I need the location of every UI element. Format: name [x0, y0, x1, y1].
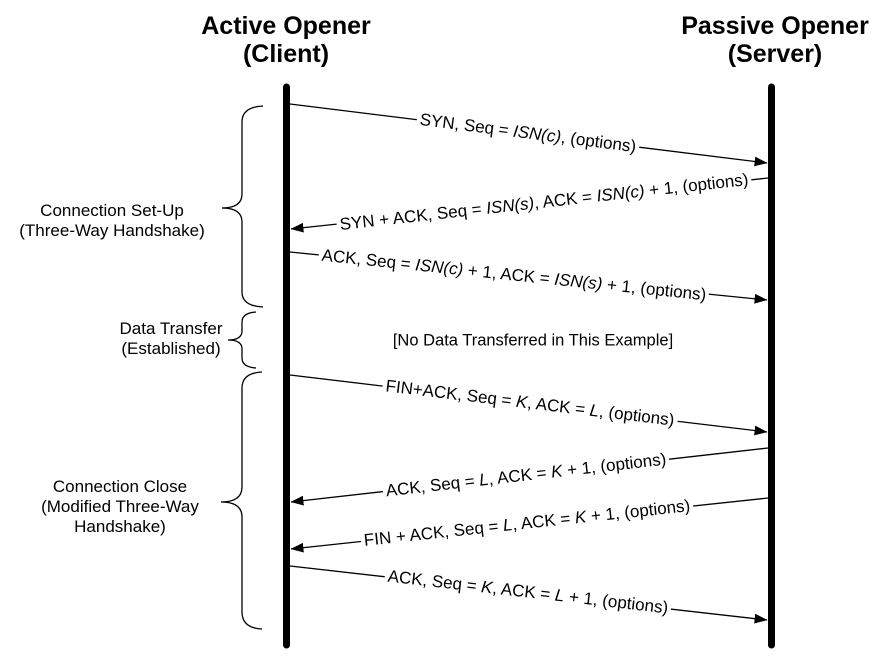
no-data-note: [No Data Transferred in This Example]	[392, 331, 674, 350]
phase-label-line: Connection Close	[52, 477, 188, 496]
phase-label-data-transfer: Data Transfer (Established)	[96, 319, 246, 359]
client-title: Active Opener	[201, 12, 371, 40]
data-transfer-brace	[227, 311, 257, 369]
server-title: Passive Opener	[681, 12, 869, 40]
server-subtitle: (Server)	[727, 40, 823, 68]
connection-close-brace	[220, 371, 263, 630]
phase-label-line: (Established)	[121, 339, 221, 358]
phase-label-line: Handshake)	[74, 517, 166, 536]
phase-label-line: Connection Set-Up	[40, 201, 184, 220]
phase-label-line: (Modified Three-Way	[41, 497, 199, 516]
phase-label-line: Data Transfer	[119, 319, 223, 338]
client-header: Active Opener (Client)	[136, 12, 436, 68]
phase-label-connection-close: Connection Close (Modified Three-Way Han…	[20, 477, 220, 537]
server-header: Passive Opener (Server)	[625, 12, 889, 68]
client-subtitle: (Client)	[242, 40, 330, 68]
phase-label-connection-setup: Connection Set-Up (Three-Way Handshake)	[8, 201, 216, 241]
phase-label-line: (Three-Way Handshake)	[19, 221, 205, 240]
connection-setup-brace	[221, 105, 264, 308]
